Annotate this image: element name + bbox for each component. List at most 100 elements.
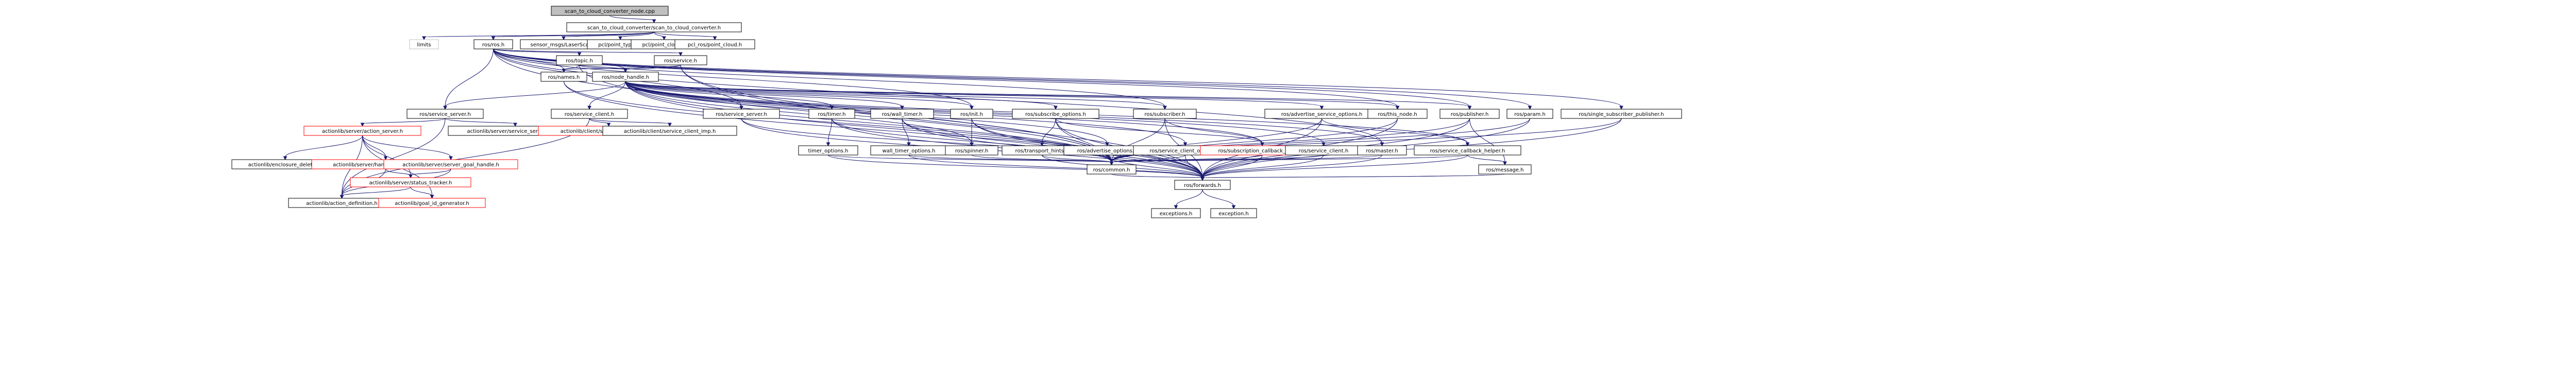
edge-master-to-forwards bbox=[1202, 154, 1382, 178]
node-box bbox=[556, 55, 603, 65]
graph-node-svcserver[interactable]: ros/service_server.h bbox=[703, 109, 780, 119]
edge-publisher-to-message bbox=[1469, 118, 1505, 163]
edge-stcc-to-rosh bbox=[493, 31, 654, 38]
graph-node-forwards[interactable]: ros/forwards.h bbox=[1174, 180, 1231, 190]
edge-nodehandle-to-subscriber bbox=[625, 81, 1165, 107]
edge-arrowhead bbox=[577, 52, 582, 57]
edge-arrowhead bbox=[1109, 161, 1114, 166]
graph-node-walltimer[interactable]: ros/wall_timer.h bbox=[870, 109, 934, 119]
graph-node-svccbhelper[interactable]: ros/service_callback_helper.h bbox=[1414, 145, 1521, 156]
edge-arrowhead bbox=[1174, 205, 1178, 210]
graph-node-root[interactable]: scan_to_cloud_converter_node.cpp bbox=[551, 6, 669, 16]
edge-arrowhead bbox=[449, 156, 453, 161]
node-box bbox=[703, 109, 780, 119]
graph-node-nodehandle[interactable]: ros/node_handle.h bbox=[592, 72, 659, 82]
graph-node-timeropts[interactable]: timer_options.h bbox=[798, 145, 858, 156]
node-label: ros/message.h bbox=[1486, 167, 1523, 173]
edge-arrowhead bbox=[587, 106, 591, 110]
graph-node-laserscan[interactable]: sensor_msgs/LaserScan.h bbox=[520, 39, 607, 49]
node-label: ros/spinner.h bbox=[955, 148, 988, 154]
edge-arrowhead bbox=[1200, 177, 1205, 181]
edge-rosh-to-thisnode bbox=[493, 48, 1398, 107]
graph-node-topic[interactable]: ros/topic.h bbox=[556, 55, 603, 65]
graph-node-exception[interactable]: exception.h bbox=[1210, 208, 1257, 218]
edge-arrowhead bbox=[360, 123, 365, 127]
graph-node-svcclient2[interactable]: ros/service_client.h bbox=[1285, 145, 1362, 156]
node-box bbox=[350, 177, 471, 187]
edge-arrowhead bbox=[713, 36, 717, 41]
edge-rosh-to-servicesrv bbox=[445, 48, 494, 107]
graph-node-message[interactable]: ros/message.h bbox=[1478, 164, 1532, 175]
edge-timeropts-to-forwards bbox=[828, 154, 1203, 178]
node-label: pcl/point_types.h bbox=[598, 42, 642, 48]
edge-arrowhead bbox=[668, 123, 672, 127]
node-box bbox=[1478, 164, 1532, 175]
node-box bbox=[1087, 164, 1137, 175]
graph-node-exceptions[interactable]: exceptions.h bbox=[1151, 208, 1201, 218]
edge-actionserver-to-goalhandle bbox=[362, 135, 451, 158]
graph-node-stcc[interactable]: scan_to_cloud_converter/scan_to_cloud_co… bbox=[566, 22, 742, 32]
graph-node-param[interactable]: ros/param.h bbox=[1506, 109, 1553, 119]
graph-node-advsvcopts[interactable]: ros/advertise_service_options.h bbox=[1264, 109, 1379, 119]
edge-arrowhead bbox=[907, 142, 911, 147]
node-box bbox=[654, 55, 707, 65]
edge-arrowhead bbox=[562, 68, 566, 73]
edge-svccbhelper-to-common bbox=[1111, 154, 1468, 163]
graph-node-serviceclient[interactable]: ros/service_client.h bbox=[551, 109, 628, 119]
node-label: exception.h bbox=[1218, 211, 1248, 217]
edge-arrowhead bbox=[1183, 142, 1188, 147]
graph-node-subscriber[interactable]: ros/subscriber.h bbox=[1133, 109, 1197, 119]
edge-rosh-to-names bbox=[493, 48, 564, 70]
graph-node-master[interactable]: ros/master.h bbox=[1357, 145, 1407, 156]
edge-arrowhead bbox=[562, 36, 566, 41]
graph-node-pclros[interactable]: pcl_ros/point_cloud.h bbox=[674, 39, 755, 49]
graph-node-statustracker[interactable]: actionlib/server/status_tracker.h bbox=[350, 177, 471, 187]
edge-nodehandle-to-thisnode bbox=[625, 81, 1398, 107]
node-box bbox=[1012, 109, 1099, 119]
edge-rosh-to-service bbox=[493, 48, 681, 54]
edge-servicesrv-to-actionserver bbox=[362, 118, 446, 124]
edge-arrowhead bbox=[513, 123, 517, 127]
graph-node-rosh[interactable]: ros/ros.h bbox=[473, 39, 513, 49]
graph-node-servicesrv[interactable]: ros/service_server.h bbox=[406, 109, 484, 119]
graph-node-timer[interactable]: ros/timer.h bbox=[808, 109, 855, 119]
node-label: actionlib/enclosure_deleter.h bbox=[248, 162, 323, 168]
graph-node-walltimeropts[interactable]: wall_timer_options.h bbox=[870, 145, 947, 156]
node-box bbox=[870, 109, 934, 119]
edge-arrowhead bbox=[623, 68, 628, 73]
edge-svccbhelper-to-message bbox=[1467, 154, 1505, 163]
graph-node-actionserver[interactable]: actionlib/server/action_server.h bbox=[303, 126, 421, 136]
graph-node-goalidgen[interactable]: actionlib/goal_id_generator.h bbox=[378, 198, 486, 208]
node-box bbox=[808, 109, 855, 119]
node-label: actionlib/server/status_tracker.h bbox=[369, 180, 452, 186]
edge-forwards-to-exceptions bbox=[1176, 189, 1203, 206]
edge-arrowhead bbox=[422, 36, 426, 41]
edge-common-to-forwards bbox=[1111, 174, 1203, 178]
graph-node-thisnode[interactable]: ros/this_node.h bbox=[1367, 109, 1428, 119]
graph-node-names[interactable]: ros/names.h bbox=[540, 72, 587, 82]
node-box bbox=[1506, 109, 1553, 119]
node-label: ros/advertise_options.h bbox=[1077, 148, 1138, 154]
graph-node-spinner[interactable]: ros/spinner.h bbox=[945, 145, 998, 156]
edge-arrowhead bbox=[1319, 106, 1324, 110]
graph-node-init[interactable]: ros/init.h bbox=[950, 109, 993, 119]
graph-node-singlesub[interactable]: ros/single_subscriber_publisher.h bbox=[1561, 109, 1682, 119]
node-label: actionlib/server/server_goal_handle.h bbox=[402, 162, 499, 168]
edge-arrowhead bbox=[618, 36, 622, 41]
edge-message-to-forwards bbox=[1202, 174, 1505, 178]
graph-node-service[interactable]: ros/service.h bbox=[654, 55, 707, 65]
graph-node-goalhandle[interactable]: actionlib/server/server_goal_handle.h bbox=[383, 159, 518, 169]
graph-node-serviceclientimp[interactable]: actionlib/client/service_client_imp.h bbox=[602, 126, 737, 136]
graph-node-subopts[interactable]: ros/subscribe_options.h bbox=[1012, 109, 1099, 119]
edge-nodehandle-to-spinner bbox=[625, 81, 972, 144]
edge-subscriber-to-common bbox=[1111, 118, 1165, 163]
edge-arrowhead bbox=[1163, 106, 1167, 110]
graph-node-limits[interactable]: limits bbox=[409, 39, 439, 49]
edge-service-to-forwards bbox=[680, 64, 1203, 178]
node-label: ros/topic.h bbox=[566, 58, 593, 64]
edge-nodehandle-to-serviceclient bbox=[589, 81, 626, 107]
graph-node-common[interactable]: ros/common.h bbox=[1087, 164, 1137, 175]
edge-arrowhead bbox=[662, 36, 666, 41]
node-box bbox=[566, 22, 742, 32]
graph-node-publisher[interactable]: ros/publisher.h bbox=[1439, 109, 1500, 119]
